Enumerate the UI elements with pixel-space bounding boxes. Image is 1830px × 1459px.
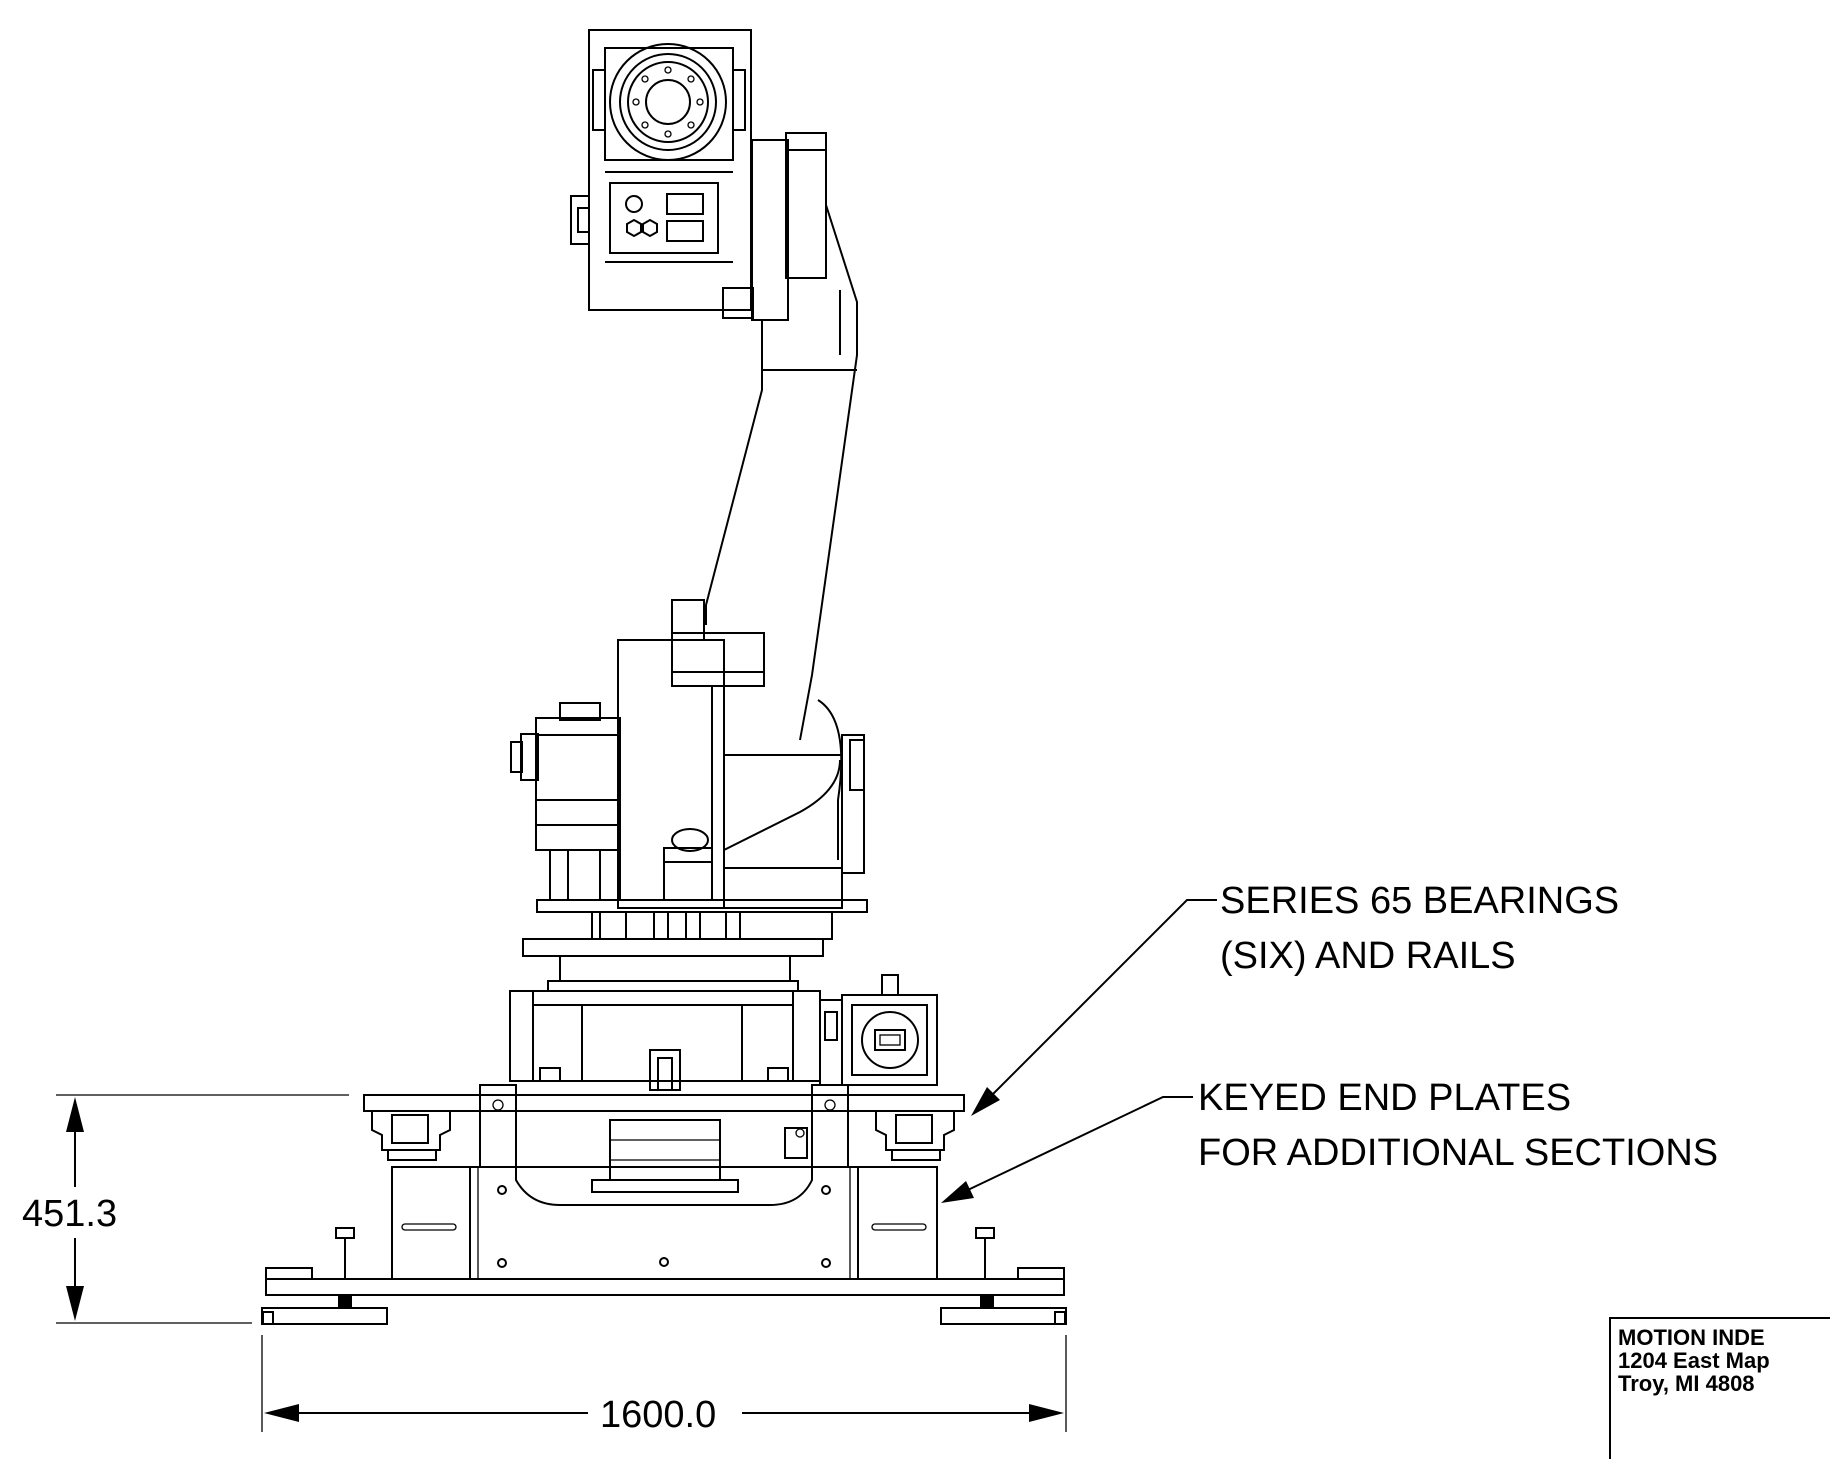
height-dimension — [56, 1094, 349, 1324]
title-block-company: MOTION INDE — [1618, 1325, 1765, 1350]
title-block-address2: Troy, MI 4808 — [1618, 1371, 1755, 1396]
robot-wrist — [570, 29, 754, 319]
end-plates-callout-line1: KEYED END PLATES — [1198, 1077, 1571, 1119]
bearings-callout-line1: SERIES 65 BEARINGS — [1220, 880, 1619, 922]
title-block: MOTION INDE 1204 East Map Troy, MI 4808 — [1609, 1317, 1830, 1459]
keyed-end-plates — [261, 1166, 1067, 1325]
end-plate-callout-leader — [941, 1096, 1193, 1203]
bearing-callout-leader — [971, 899, 1217, 1116]
rail-and-bearings — [363, 1084, 965, 1193]
robot-base — [522, 899, 868, 992]
title-block-address1: 1204 East Map — [1618, 1348, 1770, 1373]
width-dimension-value: 1600.0 — [600, 1394, 716, 1436]
carriage-assembly — [509, 974, 938, 1091]
width-dimension — [261, 1335, 1067, 1432]
bearings-callout-line2: (SIX) AND RAILS — [1220, 935, 1516, 977]
end-plates-callout-line2: FOR ADDITIONAL SECTIONS — [1198, 1132, 1718, 1174]
height-dimension-value: 451.3 — [22, 1193, 117, 1235]
robot-upper-arm — [705, 132, 858, 741]
robot-shoulder — [510, 599, 865, 909]
